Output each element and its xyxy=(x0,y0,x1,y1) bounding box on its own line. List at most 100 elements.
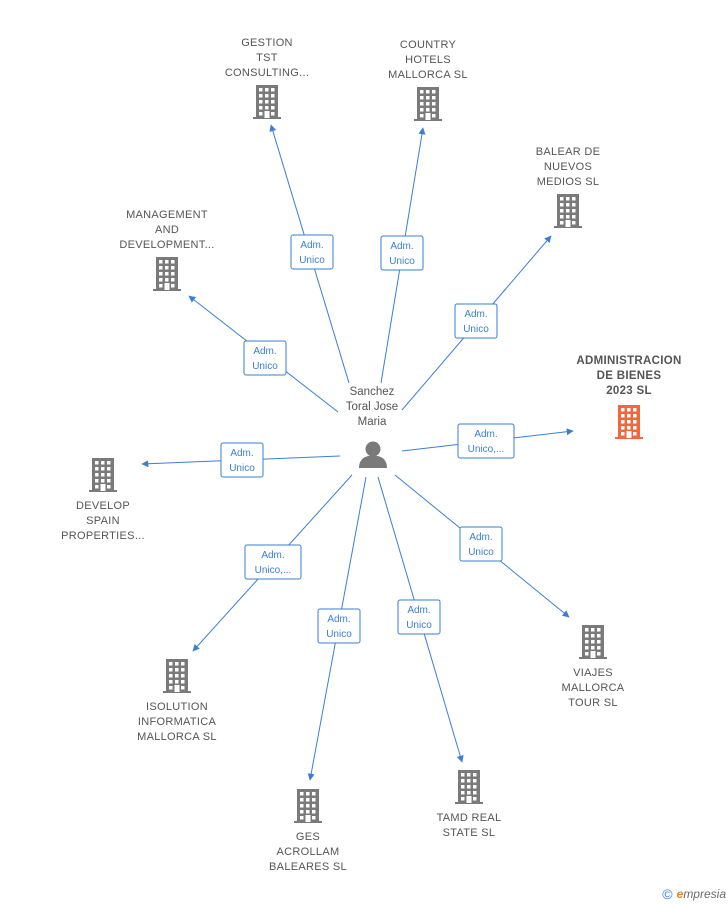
edge-label-develop[interactable]: Adm. Unico xyxy=(220,442,264,478)
edge-label-text-develop-0: Adm. xyxy=(230,448,253,459)
company-label-ges-0: GES xyxy=(296,831,320,843)
company-node-balear[interactable]: BALEAR DE NUEVOS MEDIOS SL xyxy=(536,146,600,228)
edge-label-box-country xyxy=(380,235,424,271)
edge-label-box-isolution xyxy=(244,544,302,580)
company-label-viajes-0: VIAJES xyxy=(573,667,613,679)
company-label-isolution-1: INFORMATICA xyxy=(138,716,217,728)
edge-label-text-administracion-0: Adm. xyxy=(474,429,497,440)
company-label-balear-1: NUEVOS xyxy=(544,161,592,173)
building-icon xyxy=(163,659,191,693)
company-label-develop-1: SPAIN xyxy=(86,515,120,527)
company-label-administracion-0: ADMINISTRACION xyxy=(576,355,681,367)
company-node-management[interactable]: MANAGEMENT AND DEVELOPMENT... xyxy=(119,209,214,291)
company-label-develop-0: DEVELOP xyxy=(76,500,130,512)
edge-label-text-management-1: Unico xyxy=(252,361,278,372)
edge-label-box-tamd xyxy=(397,599,441,635)
company-node-administracion[interactable]: ADMINISTRACION DE BIENES 2023 SL xyxy=(576,355,681,439)
edge-label-ges[interactable]: Adm. Unico xyxy=(317,608,361,644)
copyright-icon: © xyxy=(662,886,673,902)
person-icon xyxy=(359,441,387,468)
company-node-country[interactable]: COUNTRY HOTELS MALLORCA SL xyxy=(388,39,468,121)
company-label-balear-2: MEDIOS SL xyxy=(537,176,600,188)
company-label-management-1: AND xyxy=(155,224,179,236)
company-label-viajes-1: MALLORCA xyxy=(562,682,625,694)
brand-logo: empresia xyxy=(676,887,726,901)
company-label-tamd-1: STATE SL xyxy=(443,827,496,839)
company-label-country-0: COUNTRY xyxy=(400,39,457,51)
company-node-viajes[interactable]: VIAJES MALLORCA TOUR SL xyxy=(562,625,625,709)
nodes-layer: GESTION TST CONSULTING... COUNTRY HOTELS MALL… xyxy=(61,37,681,873)
company-label-gestion-1: TST xyxy=(256,52,278,64)
building-icon xyxy=(579,625,607,659)
edge-label-text-isolution-0: Adm. xyxy=(261,550,284,561)
edge-label-box-balear xyxy=(454,303,498,339)
building-icon xyxy=(253,85,281,119)
edges-layer: Adm.UnicoAdm.UnicoAdm.UnicoAdm.UnicoAdm.… xyxy=(141,124,574,781)
edge-label-text-gestion-0: Adm. xyxy=(300,240,323,251)
company-label-ges-2: BALEARES SL xyxy=(269,861,347,873)
company-label-develop-2: PROPERTIES... xyxy=(61,530,145,542)
edge-label-viajes[interactable]: Adm. Unico xyxy=(459,526,503,562)
company-label-gestion-2: CONSULTING... xyxy=(225,67,309,79)
edge-label-text-tamd-0: Adm. xyxy=(407,605,430,616)
company-node-gestion[interactable]: GESTION TST CONSULTING... xyxy=(225,37,309,119)
building-icon xyxy=(294,789,322,823)
company-label-management-0: MANAGEMENT xyxy=(126,209,208,221)
edge-label-text-country-0: Adm. xyxy=(390,241,413,252)
company-label-administracion-1: DE BIENES xyxy=(597,370,662,382)
edge-label-text-management-0: Adm. xyxy=(253,346,276,357)
company-label-ges-1: ACROLLAM xyxy=(277,846,340,858)
building-icon xyxy=(615,405,643,439)
edge-label-text-ges-0: Adm. xyxy=(327,614,350,625)
center-label-line-1: Sanchez xyxy=(350,386,395,398)
center-person-node[interactable]: Sanchez Toral Jose Maria xyxy=(346,386,398,468)
edge-label-administracion[interactable]: Adm. Unico,... xyxy=(457,423,515,459)
edge-label-balear[interactable]: Adm. Unico xyxy=(454,303,498,339)
company-label-balear-0: BALEAR DE xyxy=(536,146,600,158)
edge-label-text-balear-1: Unico xyxy=(463,324,489,335)
edge-label-box-gestion xyxy=(290,234,334,270)
company-node-ges[interactable]: GES ACROLLAM BALEARES SL xyxy=(269,789,347,873)
edge-label-text-tamd-1: Unico xyxy=(406,620,432,631)
building-icon xyxy=(153,257,181,291)
edge-label-text-isolution-1: Unico,... xyxy=(255,565,292,576)
company-label-management-2: DEVELOPMENT... xyxy=(119,239,214,251)
company-node-tamd[interactable]: TAMD REAL STATE SL xyxy=(437,770,502,839)
company-node-develop[interactable]: DEVELOP SPAIN PROPERTIES... xyxy=(61,458,145,542)
edge-label-text-country-1: Unico xyxy=(389,256,415,267)
company-label-isolution-2: MALLORCA SL xyxy=(137,731,217,743)
edge-label-text-balear-0: Adm. xyxy=(464,309,487,320)
building-icon xyxy=(554,194,582,228)
edge-label-text-administracion-1: Unico,... xyxy=(468,444,505,455)
center-label-line-3: Maria xyxy=(358,416,387,428)
company-label-gestion-0: GESTION xyxy=(241,37,293,49)
company-label-country-1: HOTELS xyxy=(405,54,451,66)
edge-label-text-viajes-1: Unico xyxy=(468,547,494,558)
company-node-isolution[interactable]: ISOLUTION INFORMATICA MALLORCA SL xyxy=(137,659,217,743)
watermark: © empresia xyxy=(662,886,726,902)
company-label-country-2: MALLORCA SL xyxy=(388,69,468,81)
company-label-tamd-0: TAMD REAL xyxy=(437,812,502,824)
building-icon xyxy=(89,458,117,492)
company-label-viajes-2: TOUR SL xyxy=(568,697,618,709)
edge-label-isolution[interactable]: Adm. Unico,... xyxy=(244,544,302,580)
edge-label-box-ges xyxy=(317,608,361,644)
edge-label-text-develop-1: Unico xyxy=(229,463,255,474)
edge-label-country[interactable]: Adm. Unico xyxy=(380,235,424,271)
edge-label-box-administracion xyxy=(457,423,515,459)
building-icon xyxy=(455,770,483,804)
edge-label-text-ges-1: Unico xyxy=(326,629,352,640)
company-label-administracion-2: 2023 SL xyxy=(606,385,652,397)
edge-label-box-management xyxy=(243,340,287,376)
edge-label-box-viajes xyxy=(459,526,503,562)
edge-label-gestion[interactable]: Adm. Unico xyxy=(290,234,334,270)
building-icon xyxy=(414,87,442,121)
company-label-isolution-0: ISOLUTION xyxy=(146,701,208,713)
edge-label-text-gestion-1: Unico xyxy=(299,255,325,266)
edge-label-tamd[interactable]: Adm. Unico xyxy=(397,599,441,635)
edge-label-management[interactable]: Adm. Unico xyxy=(243,340,287,376)
edge-label-box-develop xyxy=(220,442,264,478)
edge-label-text-viajes-0: Adm. xyxy=(469,532,492,543)
center-label-line-2: Toral Jose xyxy=(346,401,398,413)
